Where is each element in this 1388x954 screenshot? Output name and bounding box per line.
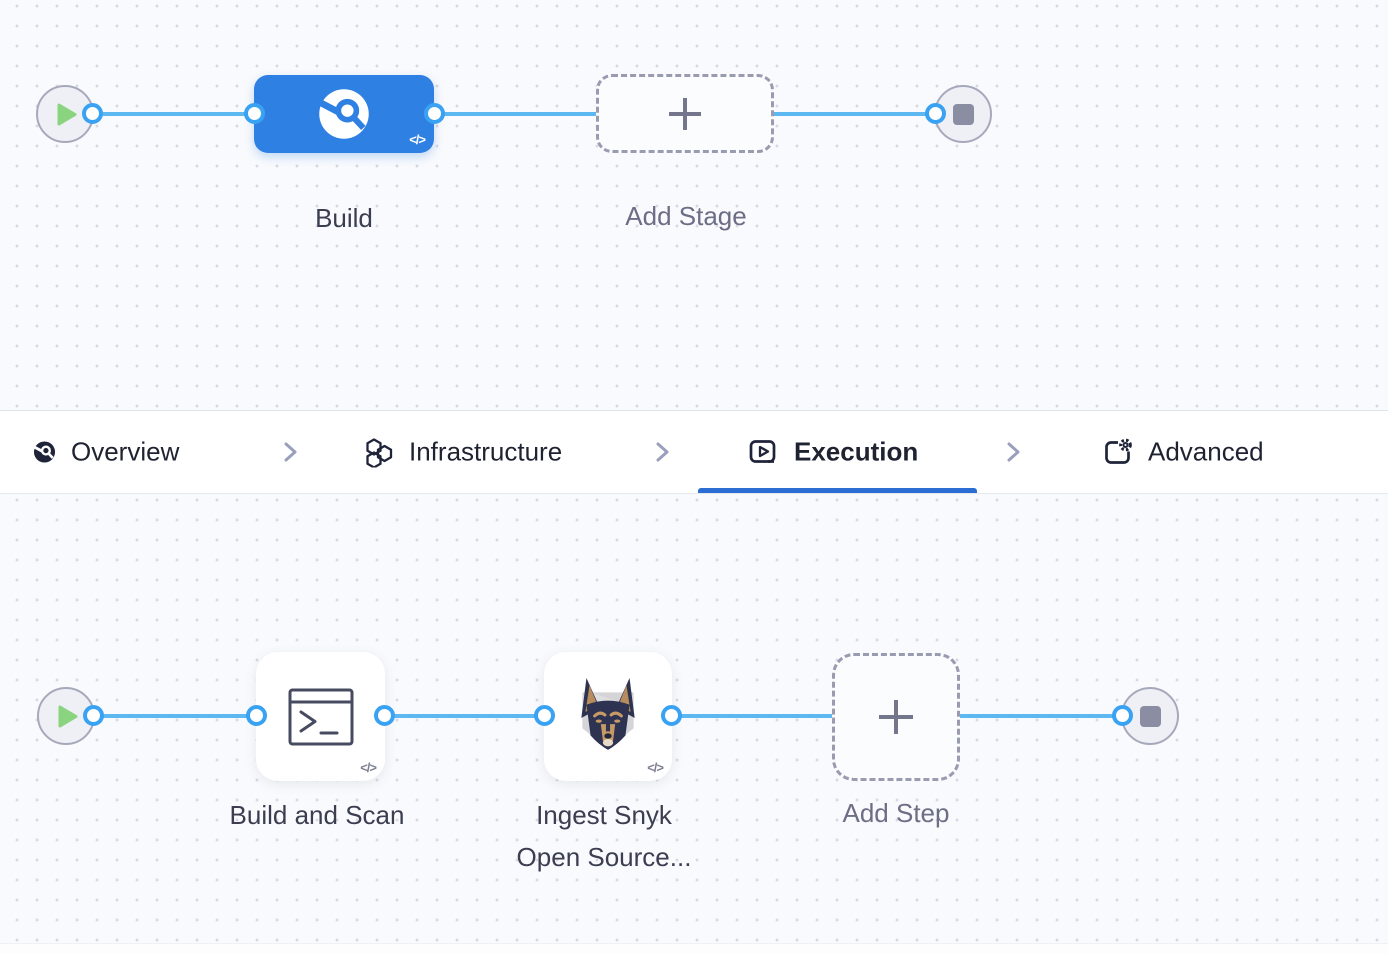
connector-port[interactable] xyxy=(82,103,103,124)
execution-icon xyxy=(749,440,776,463)
connector-port[interactable] xyxy=(925,103,946,124)
play-icon xyxy=(57,103,77,125)
overview-icon xyxy=(33,441,56,463)
flow-line xyxy=(93,714,257,718)
add-stage-label: Add Stage xyxy=(625,201,747,231)
chevron-right-icon xyxy=(284,442,297,462)
chevron-right-icon xyxy=(656,442,669,462)
tab-advanced[interactable]: Advanced xyxy=(1102,437,1264,468)
connector-port[interactable] xyxy=(424,103,445,124)
connector-port[interactable] xyxy=(244,103,265,124)
terminal-icon xyxy=(288,688,353,745)
advanced-icon xyxy=(1105,438,1132,464)
connector-port[interactable] xyxy=(83,705,104,726)
tab-label: Execution xyxy=(794,436,919,467)
flow-line xyxy=(434,112,597,116)
chevron-right-icon xyxy=(1007,442,1020,462)
play-icon xyxy=(58,705,78,727)
step-label: Ingest Snyk Open Source... xyxy=(516,800,692,872)
ci-build-icon xyxy=(318,89,369,139)
flow-line xyxy=(92,112,256,116)
stage-canvas[interactable]: </> Build Add Stage xyxy=(0,0,1388,410)
add-step-button[interactable] xyxy=(832,653,960,781)
step-node-ingest-snyk[interactable]: </> xyxy=(544,652,672,781)
yaml-code-badge: </> xyxy=(360,760,377,775)
tab-execution[interactable]: Execution xyxy=(748,437,918,468)
stage-node-build[interactable]: </> xyxy=(254,75,434,153)
stage-label: Build xyxy=(315,203,373,233)
flow-line xyxy=(774,112,937,116)
add-stage-button[interactable] xyxy=(596,74,774,153)
flow-line xyxy=(385,714,545,718)
horizontal-scrollbar-track[interactable] xyxy=(0,943,1388,954)
flow-line xyxy=(960,714,1123,718)
tab-infrastructure[interactable]: Infrastructure xyxy=(363,437,562,468)
flow-line xyxy=(672,714,833,718)
yaml-code-badge: </> xyxy=(647,760,664,775)
connector-port[interactable] xyxy=(1112,705,1133,726)
stage-tab-bar: Overview Infrastructure xyxy=(0,410,1388,494)
stop-icon xyxy=(1139,705,1161,727)
add-step-label: Add Step xyxy=(842,798,950,828)
tab-label: Infrastructure xyxy=(409,436,563,467)
step-label: Build and Scan xyxy=(229,800,405,830)
connector-port[interactable] xyxy=(534,705,555,726)
snyk-dog-icon xyxy=(581,677,635,750)
infrastructure-icon xyxy=(366,438,393,468)
plus-icon xyxy=(879,700,913,734)
execution-step-canvas[interactable]: </> </> xyxy=(0,494,1388,954)
tab-label: Advanced xyxy=(1148,436,1264,467)
connector-port[interactable] xyxy=(246,705,267,726)
tab-label: Overview xyxy=(71,436,180,467)
connector-port[interactable] xyxy=(661,705,682,726)
stop-icon xyxy=(952,103,974,125)
connector-port[interactable] xyxy=(374,705,395,726)
step-node-build-and-scan[interactable]: </> xyxy=(256,652,385,781)
yaml-code-badge: </> xyxy=(409,132,426,147)
active-tab-underline xyxy=(698,488,977,493)
tab-overview[interactable]: Overview xyxy=(33,437,179,468)
plus-icon xyxy=(669,97,701,130)
